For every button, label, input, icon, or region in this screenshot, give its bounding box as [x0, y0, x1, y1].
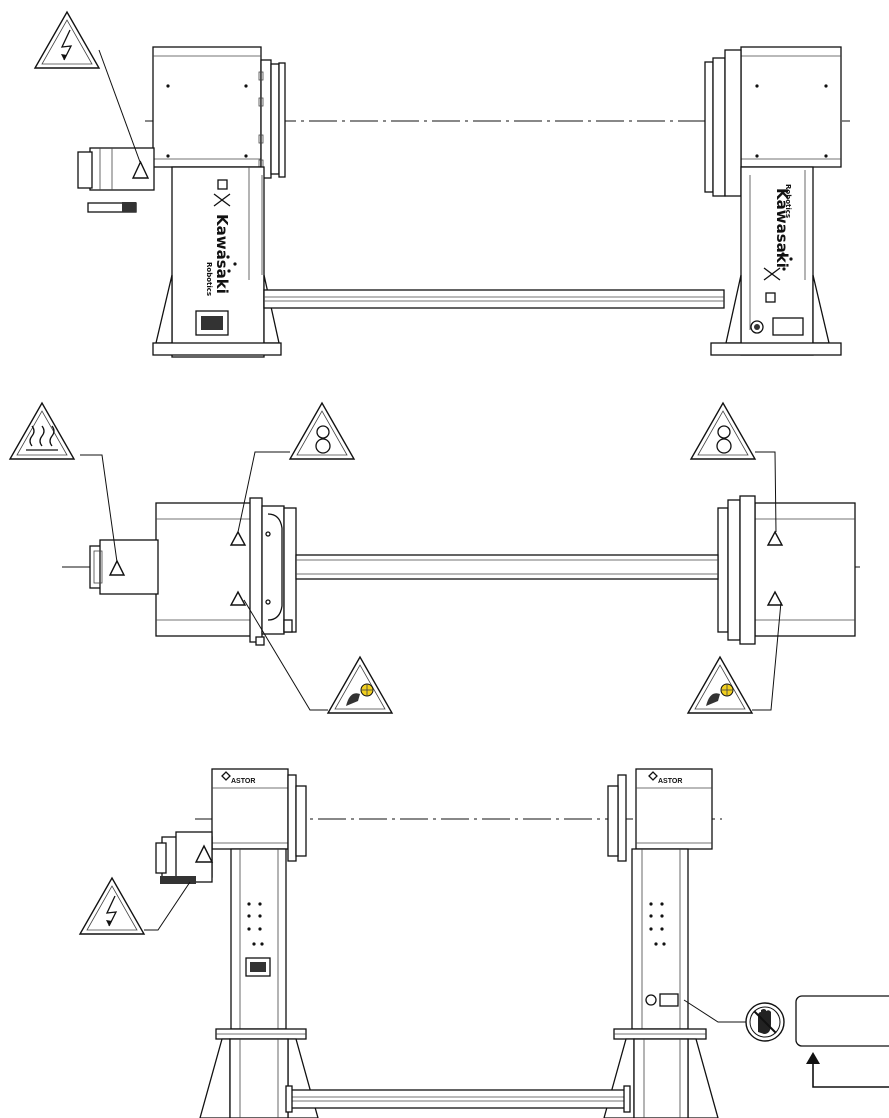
brand-sub-left: Robotics — [205, 262, 213, 296]
no-touch-icon — [745, 1002, 785, 1042]
brand-name-right: Kawasaki — [773, 188, 791, 268]
front-view: Kawasaki Robotics — [33, 10, 850, 358]
shaft-top — [295, 554, 719, 580]
leader-lift-left — [237, 451, 290, 533]
leader-lift-right — [755, 451, 777, 533]
warning-label-box — [795, 995, 889, 1047]
tie-bar-side — [285, 1085, 631, 1113]
top-view — [8, 401, 860, 714]
left-headstock-top — [89, 497, 297, 646]
leader-electric-side — [144, 881, 191, 931]
electric-hazard-icon-lower — [78, 876, 146, 935]
astor-label-right: ASTOR — [658, 778, 682, 785]
brand-name-left: Kawasaki — [213, 214, 231, 294]
leader-crush-left — [243, 599, 328, 711]
hot-surface-icon — [8, 401, 76, 460]
electric-hazard-icon — [33, 10, 101, 69]
astor-label-left: ASTOR — [231, 778, 255, 785]
lifting-hook-icon-left — [288, 401, 356, 460]
right-tailstock-top — [717, 495, 856, 645]
hand-crush-icon-right — [686, 655, 754, 714]
tie-bar-front — [263, 289, 725, 309]
left-headstock: Kawasaki Robotics — [77, 46, 286, 358]
brand-sub-right: Robotics — [784, 184, 792, 218]
left-headstock-side: ASTOR — [155, 768, 319, 1118]
arrow-indicator — [806, 1052, 889, 1088]
right-tailstock-side: ASTOR — [603, 768, 719, 1118]
leader-electric-front — [98, 49, 141, 163]
leader-hot — [80, 454, 118, 563]
lifting-hook-icon-right — [689, 401, 757, 460]
right-tailstock: Kawasaki Robotics — [704, 46, 842, 356]
leader-crush-right — [752, 601, 782, 711]
side-view: ASTOR — [78, 768, 889, 1118]
hand-crush-icon-left — [326, 655, 394, 714]
leader-no-touch — [683, 999, 746, 1023]
